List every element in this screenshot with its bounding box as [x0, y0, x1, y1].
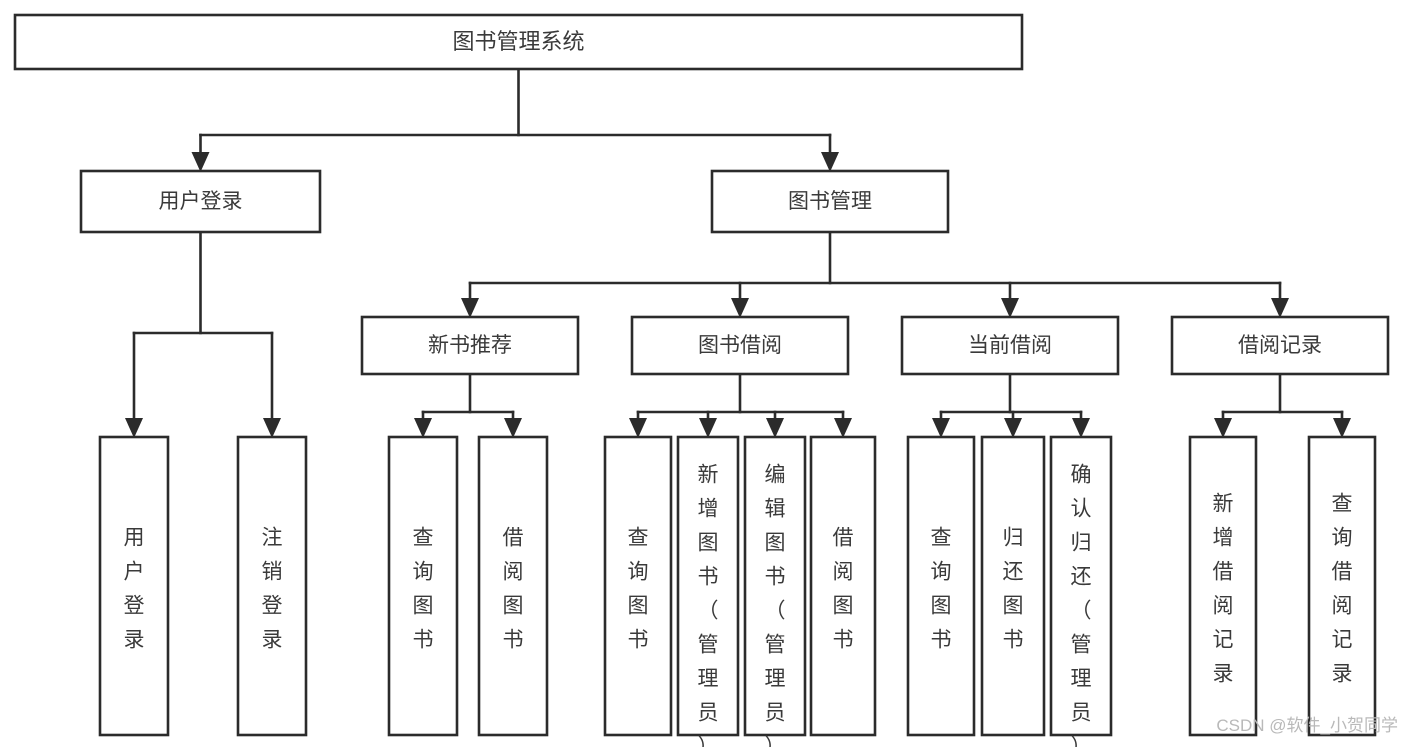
node-box-leaf-borrow-book-2	[809, 435, 877, 737]
node-borrow-record[interactable]: 借阅记录	[1170, 315, 1390, 376]
watermark-label: CSDN @软件_小贺同学	[1216, 716, 1398, 735]
node-label-book-borrow: 图书借阅	[698, 334, 782, 357]
arrow-head-icon	[1214, 418, 1232, 438]
node-current-borrow[interactable]: 当前借阅	[900, 315, 1120, 376]
arrow-head-icon	[461, 298, 479, 318]
node-box-leaf-add-record	[1188, 435, 1258, 737]
arrow-head-icon	[504, 418, 522, 438]
node-box-new-book-recommend	[360, 315, 580, 376]
node-book-borrow[interactable]: 图书借阅	[630, 315, 850, 376]
node-leaf-add-record[interactable]: 新增借阅记录	[1188, 435, 1258, 737]
arrow-head-icon	[731, 298, 749, 318]
node-leaf-user-login[interactable]: 用户登录	[98, 435, 170, 737]
arrow-head-icon	[834, 418, 852, 438]
arrow-head-icon	[932, 418, 950, 438]
arrow-head-icon	[1004, 418, 1022, 438]
node-box-leaf-borrow-book-1	[477, 435, 549, 737]
arrow-head-icon	[1001, 298, 1019, 318]
node-leaf-borrow-book-1[interactable]: 借阅图书	[477, 435, 549, 737]
node-label-leaf-query-book-2: 查询图书	[628, 527, 649, 652]
node-leaf-query-book-1[interactable]: 查询图书	[387, 435, 459, 737]
node-box-leaf-query-book-1	[387, 435, 459, 737]
node-box-leaf-return-book	[980, 435, 1046, 737]
arrow-head-icon	[1072, 418, 1090, 438]
node-label-leaf-user-login: 用户登录	[124, 527, 145, 652]
node-label-leaf-query-book-1: 查询图书	[413, 527, 434, 652]
node-label-root: 图书管理系统	[452, 29, 584, 54]
node-leaf-edit-book[interactable]: 编辑图书（管理员）	[743, 435, 807, 747]
node-label-leaf-return-book: 归还图书	[1003, 527, 1024, 652]
node-box-user-login	[79, 169, 322, 234]
node-label-leaf-borrow-book-1: 借阅图书	[503, 527, 524, 652]
node-label-borrow-record: 借阅记录	[1238, 334, 1322, 357]
node-label-book-manage: 图书管理	[788, 190, 872, 213]
node-box-borrow-record	[1170, 315, 1390, 376]
arrow-head-icon	[263, 418, 281, 438]
arrow-head-icon	[1271, 298, 1289, 318]
node-label-leaf-borrow-book-2: 借阅图书	[833, 527, 854, 652]
node-box-leaf-user-login	[98, 435, 170, 737]
arrow-head-icon	[191, 152, 210, 172]
node-leaf-query-record[interactable]: 查询借阅记录	[1307, 435, 1377, 737]
node-label-leaf-confirm-return: 确认归还（管理员）	[1071, 464, 1092, 747]
node-book-manage[interactable]: 图书管理	[710, 169, 950, 234]
node-label-leaf-add-record: 新增借阅记录	[1213, 493, 1234, 686]
node-box-current-borrow	[900, 315, 1120, 376]
node-box-leaf-query-record	[1307, 435, 1377, 737]
node-box-leaf-query-book-2	[603, 435, 673, 737]
node-leaf-borrow-book-2[interactable]: 借阅图书	[809, 435, 877, 737]
arrow-head-icon	[629, 418, 647, 438]
node-box-leaf-query-book-3	[906, 435, 976, 737]
node-box-book-manage	[710, 169, 950, 234]
node-box-leaf-add-book	[676, 435, 740, 737]
connector-layer	[125, 67, 1351, 438]
node-leaf-return-book[interactable]: 归还图书	[980, 435, 1046, 737]
node-box-leaf-confirm-return	[1049, 435, 1113, 737]
node-root[interactable]: 图书管理系统	[13, 13, 1024, 71]
node-box-book-borrow	[630, 315, 850, 376]
arrow-head-icon	[1333, 418, 1351, 438]
node-leaf-confirm-return[interactable]: 确认归还（管理员）	[1049, 435, 1113, 747]
node-leaf-query-book-3[interactable]: 查询图书	[906, 435, 976, 737]
arrow-head-icon	[125, 418, 143, 438]
arrow-head-icon	[821, 152, 839, 172]
node-user-login[interactable]: 用户登录	[79, 169, 322, 234]
node-box-root	[13, 13, 1024, 71]
node-label-leaf-user-logout: 注销登录	[262, 527, 283, 652]
node-label-leaf-query-book-3: 查询图书	[931, 527, 952, 652]
node-new-book-recommend[interactable]: 新书推荐	[360, 315, 580, 376]
node-label-user-login: 用户登录	[159, 190, 243, 213]
node-layer: 图书管理系统用户登录图书管理新书推荐图书借阅当前借阅借阅记录用户登录注销登录查询…	[13, 13, 1390, 747]
node-label-leaf-query-record: 查询借阅记录	[1332, 493, 1353, 686]
arrow-head-icon	[699, 418, 717, 438]
node-box-leaf-edit-book	[743, 435, 807, 737]
node-leaf-user-logout[interactable]: 注销登录	[236, 435, 308, 737]
node-label-leaf-add-book: 新增图书（管理员）	[698, 464, 719, 747]
node-label-leaf-edit-book: 编辑图书（管理员）	[765, 464, 786, 747]
node-label-new-book-recommend: 新书推荐	[428, 334, 512, 357]
arrow-head-icon	[766, 418, 784, 438]
node-leaf-add-book[interactable]: 新增图书（管理员）	[676, 435, 740, 747]
node-label-current-borrow: 当前借阅	[968, 334, 1052, 357]
node-box-leaf-user-logout	[236, 435, 308, 737]
arrow-head-icon	[414, 418, 432, 438]
node-leaf-query-book-2[interactable]: 查询图书	[603, 435, 673, 737]
